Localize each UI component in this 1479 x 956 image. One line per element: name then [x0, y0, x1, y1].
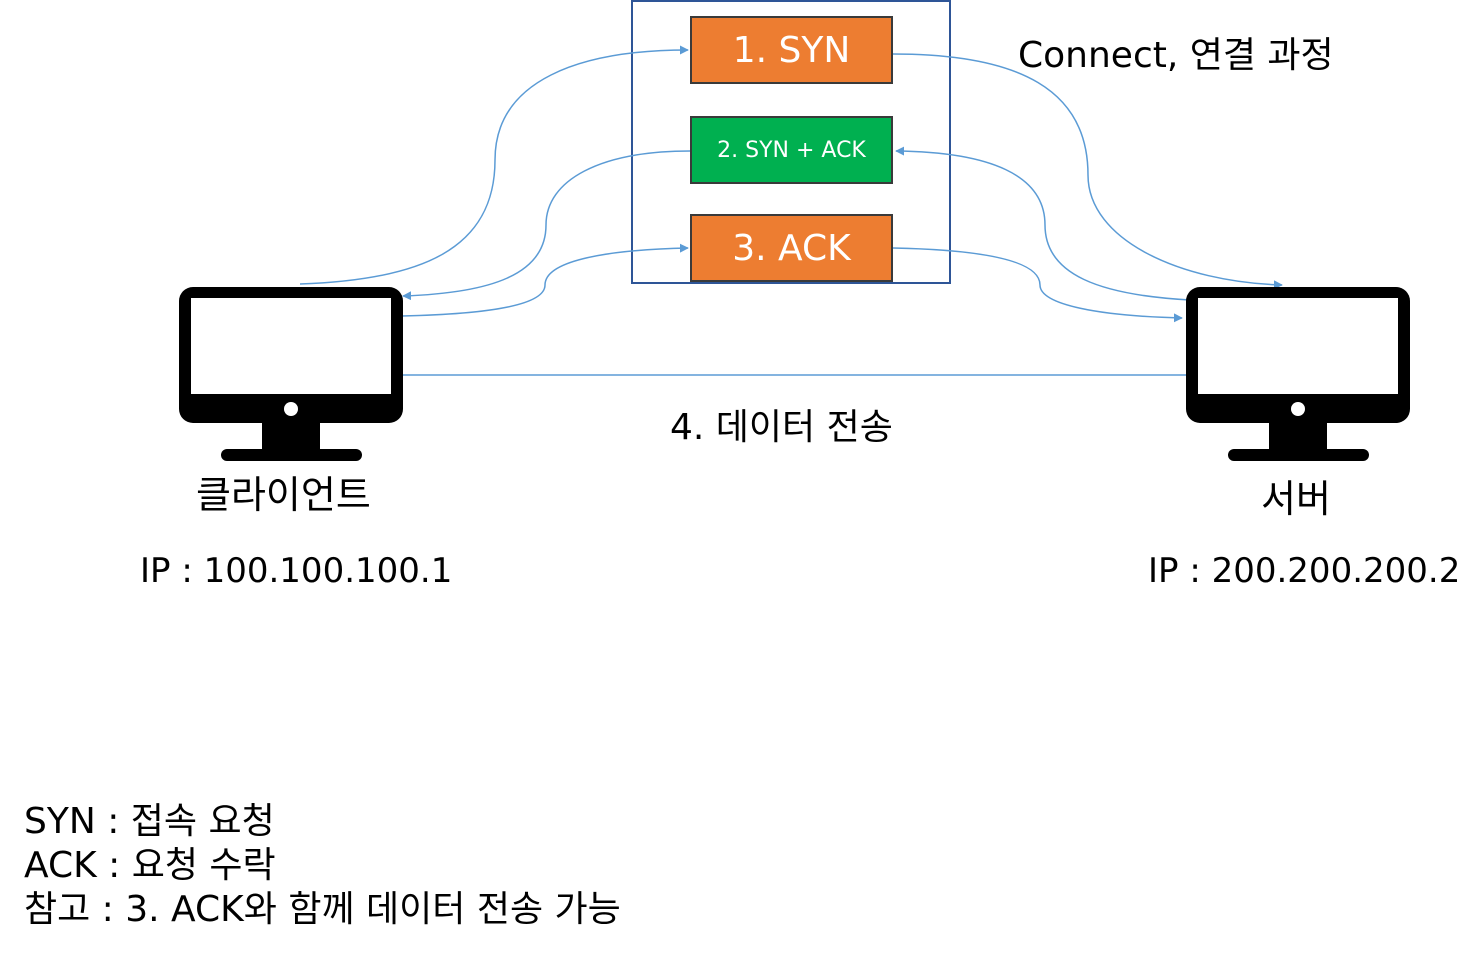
ack-arrow-client-to-box	[401, 243, 689, 317]
server-computer-icon	[1186, 287, 1410, 461]
server-ip: IP : 200.200.200.2	[1148, 551, 1461, 591]
client-name: 클라이언트	[196, 473, 371, 517]
legend: SYN : 접속 요청 ACK : 요청 수락 참고 : 3. ACK와 함께 …	[24, 800, 621, 932]
synack-arrow-server-to-box	[895, 146, 1191, 301]
step-synack-label: 2. SYN + ACK	[717, 137, 866, 163]
step-syn-box: 1. SYN	[690, 16, 893, 84]
ack-arrow-box-to-server	[892, 247, 1183, 323]
step-synack-box: 2. SYN + ACK	[690, 116, 893, 184]
legend-syn: SYN : 접속 요청	[24, 801, 275, 842]
handshake-frame	[631, 0, 951, 284]
step-syn-label: 1. SYN	[732, 29, 851, 71]
legend-note: 참고 : 3. ACK와 함께 데이터 전송 가능	[24, 889, 621, 930]
server-name: 서버	[1261, 477, 1331, 521]
client-computer-icon	[179, 287, 403, 461]
synack-arrow-box-to-client	[402, 150, 691, 301]
step-ack-label: 3. ACK	[732, 227, 851, 269]
step-ack-box: 3. ACK	[690, 214, 893, 282]
data-transfer-label: 4. 데이터 전송	[670, 407, 893, 448]
legend-ack: ACK : 요청 수락	[24, 845, 276, 886]
handshake-title: Connect, 연결 과정	[1018, 35, 1334, 76]
client-ip: IP : 100.100.100.1	[140, 551, 453, 591]
syn-arrow-box-to-server	[892, 53, 1283, 290]
syn-arrow-client-to-box	[299, 45, 689, 285]
